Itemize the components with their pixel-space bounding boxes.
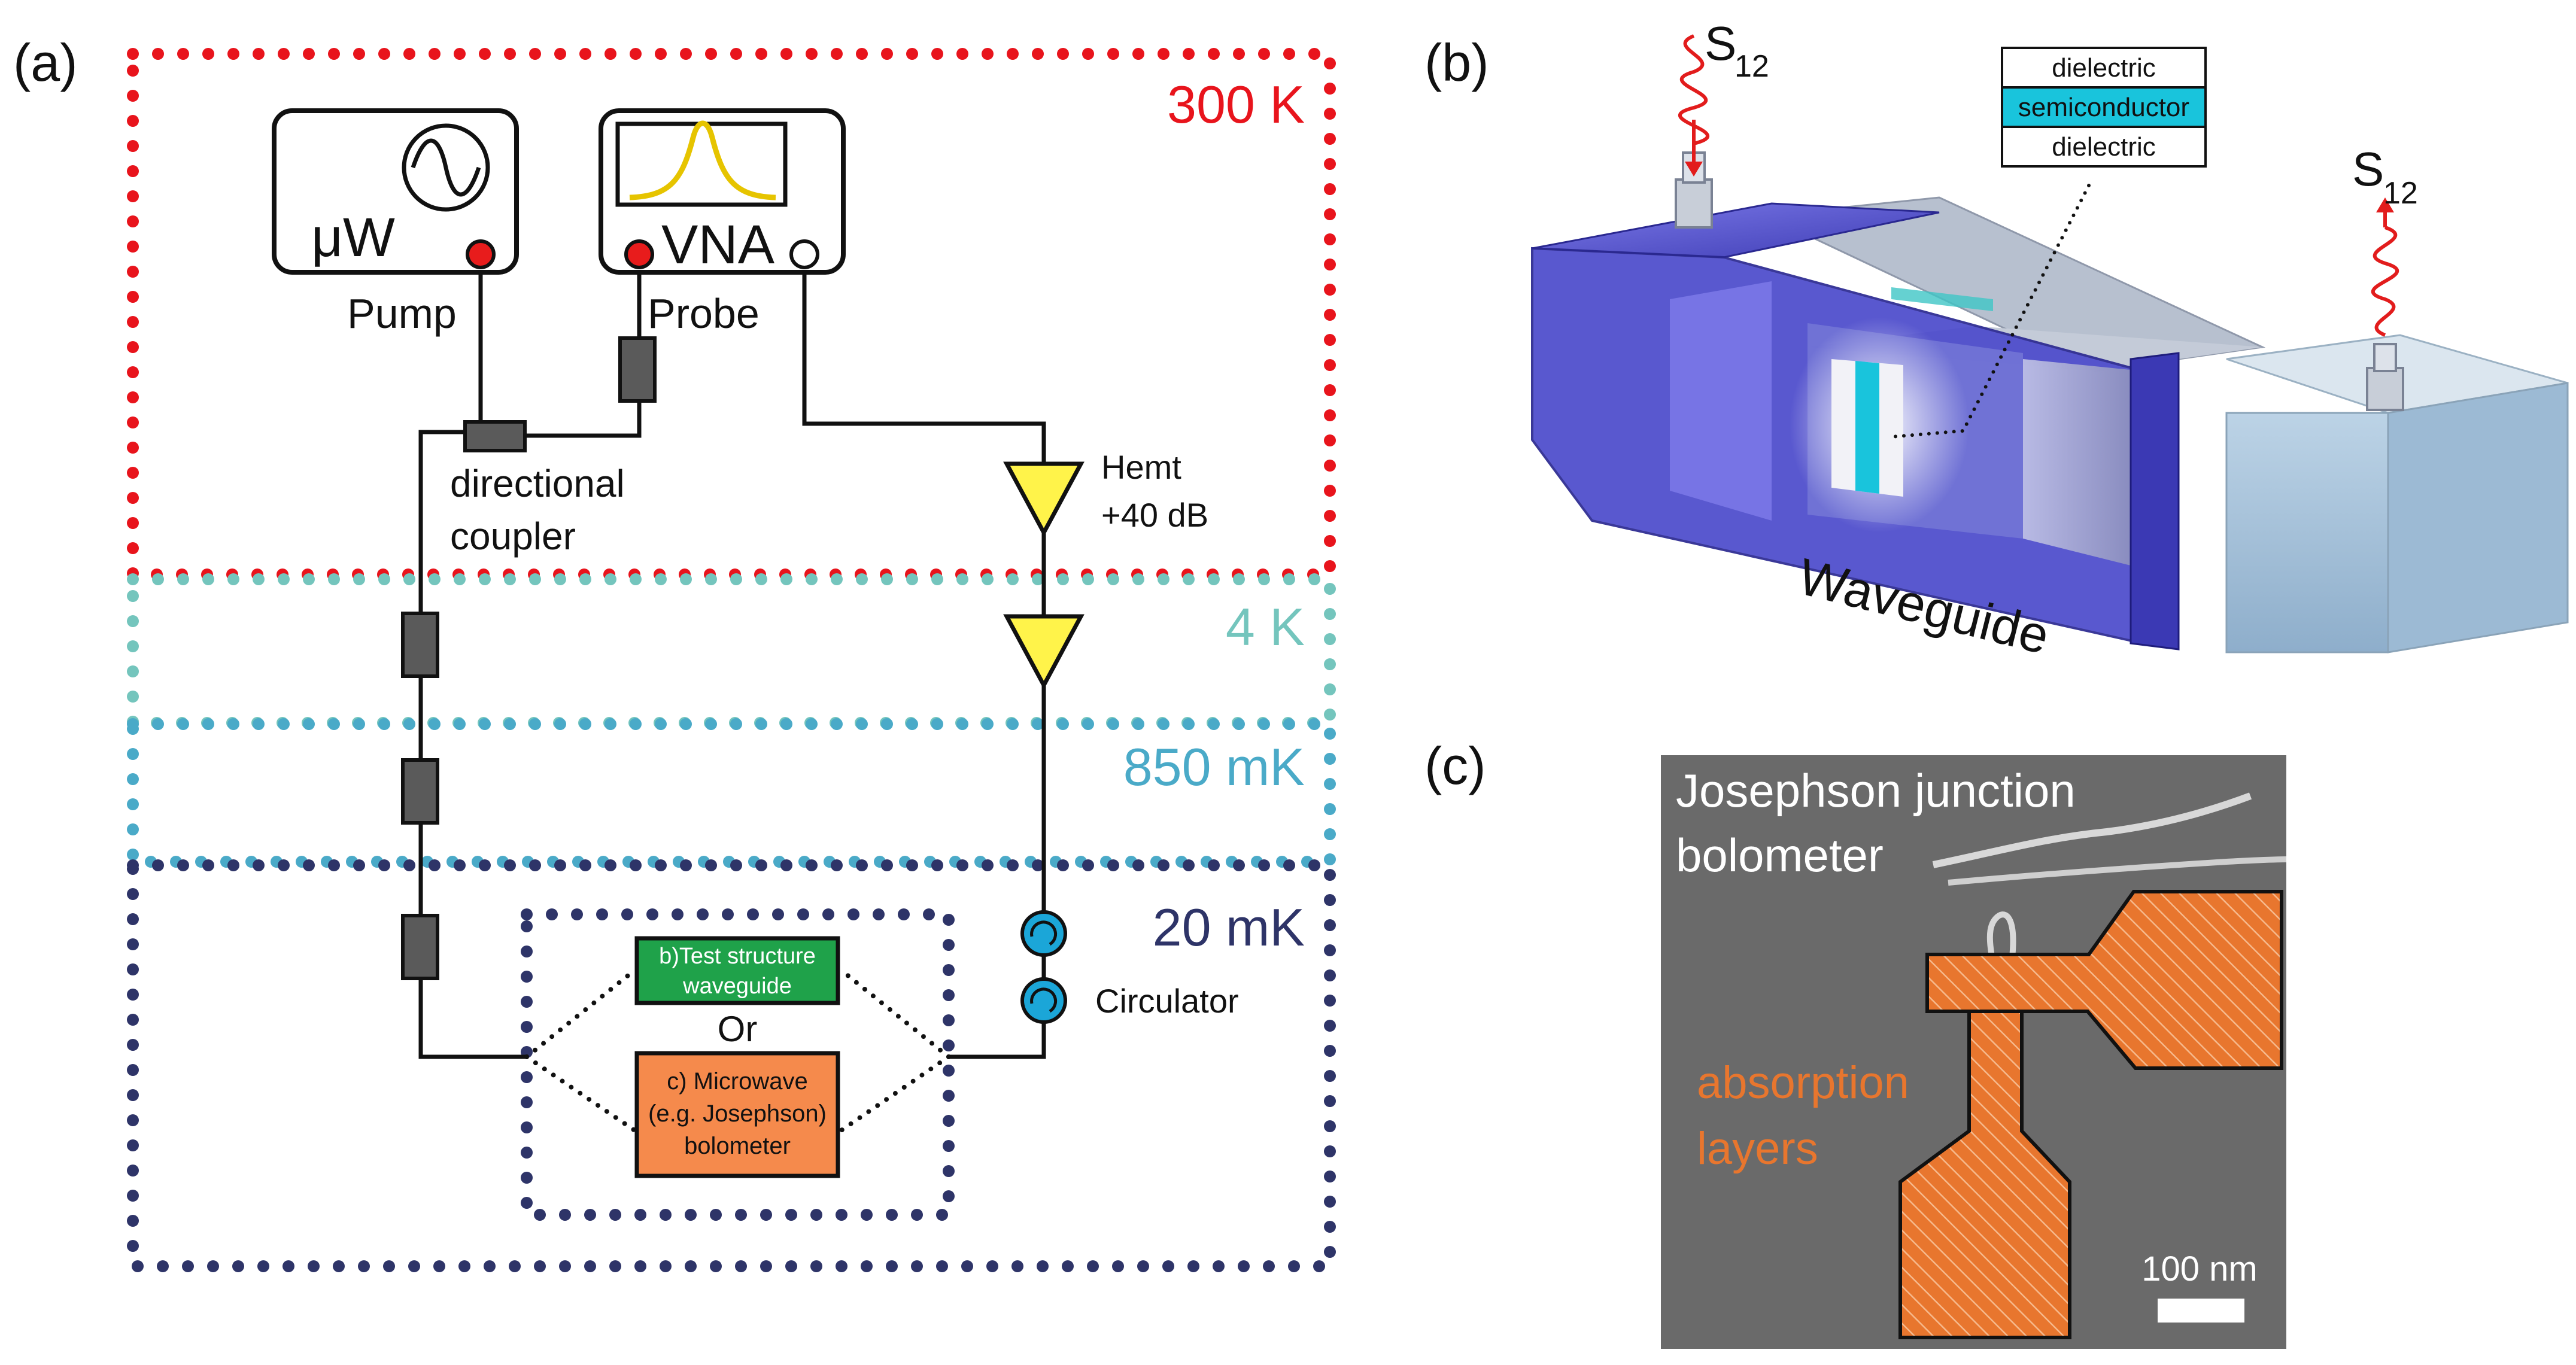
wiring [418,254,1046,1059]
panel-c-label: (c) [1424,736,1486,795]
sample-semiconductor [1855,361,1879,494]
coupler-label-line1: directional [450,462,625,505]
zone-850mk-label: 850 mK [1123,737,1305,796]
sample-connectors [524,967,951,1133]
scale-bar [2158,1299,2244,1323]
waveguide-horn [2023,359,2143,569]
circulator-label: Circulator [1095,982,1239,1020]
s-output-label: S [2352,142,2384,196]
panel-a-label: (a) [13,33,78,92]
s-input-sub: 12 [1734,49,1769,84]
waveguide-slot [1670,281,1772,521]
sem-wire-loop [1986,911,2016,963]
absorber-lower [1898,1010,2071,1339]
test-structure-line1: b)Test structure [659,944,816,969]
amplifier-label-line1: Hemt [1101,448,1181,486]
zone-20mk-label: 20 mK [1153,898,1305,957]
scale-bar-label: 100 nm [2141,1250,2257,1288]
zone-300k-label: 300 K [1167,75,1305,134]
sine-wave-icon [402,123,490,212]
sem-title-line2: bolometer [1676,829,1884,881]
waveguide-flange [2130,352,2180,650]
vna-label: VNA [661,214,775,275]
sample-top-strip [1891,287,1993,311]
zone-300k-frame [127,48,1336,580]
sem-wire-lower [1948,856,2287,886]
zone-20mk-frame [127,859,1336,1272]
test-structure-box [634,936,840,1005]
coupler-label-line2: coupler [450,515,576,558]
stack-pointer [1890,184,2091,439]
circulator-icon [1020,977,1067,1024]
probe-label: Probe [648,290,760,337]
bolometer-line1: c) Microwave [667,1068,808,1095]
stack-semiconductor [2001,86,2207,128]
bolometer-box [634,1051,840,1178]
zone-4k-frame [127,573,1336,729]
absorb-label-line1: absorption [1697,1057,1909,1108]
zone-4k-label: 4 K [1226,597,1305,656]
amplifier-label-line2: +40 dB [1101,496,1208,534]
stack-bottom-label: dielectric [2052,132,2156,162]
microwave-source-label: μW [311,207,395,268]
or-label: Or [718,1009,758,1049]
pump-label: Pump [347,290,457,337]
stack-top-label: dielectric [2052,53,2156,83]
output-box-side [2387,382,2569,653]
panel-b-label: (b) [1424,33,1489,92]
output-arrow-head [2376,197,2394,212]
output-wave [2371,226,2399,337]
panel-c: (c) Josephson junction bolometer absorpt… [1424,736,2287,1349]
absorb-label-line2: layers [1697,1123,1818,1174]
circulator-icon [1020,910,1067,957]
resonance-peak-icon [615,120,788,207]
directional-coupler-icon [463,420,527,452]
attenuator-icon [401,612,439,678]
sample-box-frame [521,908,955,1221]
sem-wire [1932,792,2252,868]
test-structure-line2: waveguide [682,974,792,999]
attenuator-icon [401,758,439,825]
s-input-label: S [1705,17,1736,70]
attenuator-icon [401,914,439,980]
stack-mid-label: semiconductor [2018,93,2189,122]
vna-input-port [789,239,819,269]
amplifier-icon [1003,614,1085,690]
sem-title-line1: Josephson junction [1676,764,2076,817]
connector-icon [2366,343,2404,411]
bolometer-line2: (e.g. Josephson) [648,1100,827,1127]
input-arrow-head [1685,162,1703,177]
attenuator-icon [618,336,657,403]
input-wave [1678,34,1710,145]
stack-dielectric-bottom [2001,126,2207,168]
output-box-front [2225,412,2389,653]
panel-a: (a) 300 K 4 K 850 mK 20 mK μW [13,33,1336,1272]
amplifier-icon [1003,461,1085,537]
s-output-sub: 12 [2383,176,2418,211]
pump-port [466,239,496,269]
probe-port [624,239,654,269]
bolometer-line3: bolometer [684,1133,791,1159]
panel-b: (b) dielectric semiconductor dielectric [1424,17,2569,665]
